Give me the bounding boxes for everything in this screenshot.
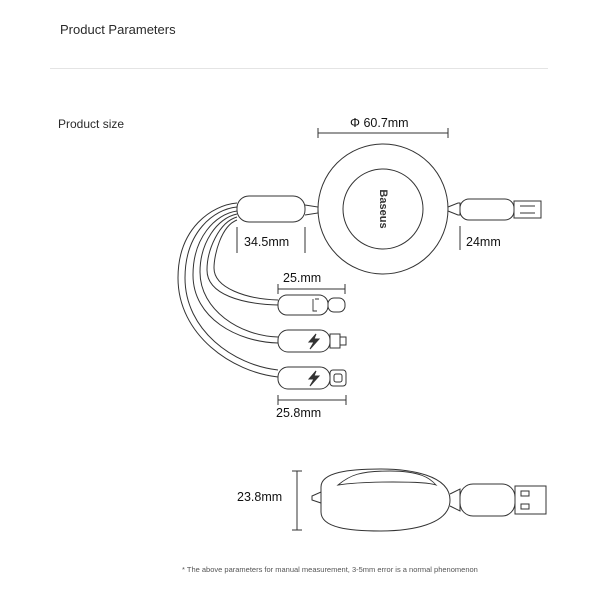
tip-dimension-line — [277, 284, 346, 294]
section-label-product-size: Product size — [58, 117, 125, 131]
diameter-dimension-line — [317, 128, 449, 138]
reel-diameter-label: Φ 60.7mm — [350, 116, 409, 130]
type-c-tip — [277, 294, 346, 316]
usb-a-connector-top — [447, 198, 542, 221]
header-divider — [50, 68, 548, 69]
cable-bundle — [177, 202, 279, 378]
usb-length-label: 24mm — [466, 235, 501, 249]
lightning-tip — [277, 329, 347, 353]
page-title: Product Parameters — [60, 22, 176, 37]
hub-dimension-line — [236, 227, 306, 253]
reel-thickness-label: 23.8mm — [237, 490, 283, 504]
connector-hub — [236, 195, 319, 223]
tip-length-label: 25.mm — [283, 271, 322, 285]
micro-tip — [277, 366, 347, 390]
measurement-footnote: * The above parameters for manual measur… — [182, 565, 478, 574]
thickness-dimension-line — [292, 470, 302, 531]
reel-side-view — [311, 468, 547, 532]
baseus-logo: Baseus — [377, 189, 389, 228]
hub-length-label: 34.5mm — [244, 235, 290, 249]
tip-total-dimension-line — [277, 395, 347, 405]
tip-total-length-label: 25.8mm — [276, 406, 322, 420]
